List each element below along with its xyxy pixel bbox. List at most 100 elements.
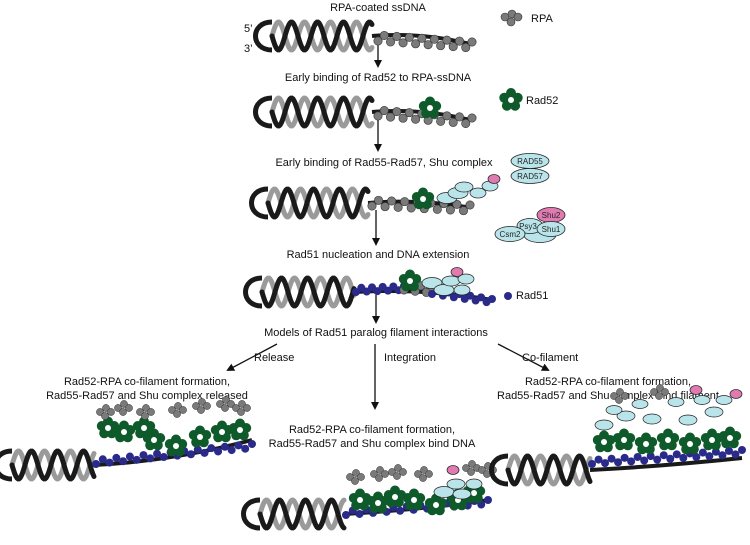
rpa-bead	[374, 195, 384, 205]
rpa-bead	[432, 204, 442, 214]
rpa-subunit	[120, 400, 128, 408]
rpa-subunit	[478, 466, 486, 474]
paralog-ellipse	[642, 413, 662, 425]
rpa-bead	[445, 205, 455, 215]
dna-end-cap	[489, 453, 509, 487]
scene-rad55-rad57-shu	[249, 174, 501, 220]
dna-strand-light	[269, 19, 375, 53]
rad51-bead	[342, 511, 350, 519]
release-arrow-label: Release	[254, 352, 295, 364]
rpa-subunit	[661, 388, 669, 396]
rpa-bead	[406, 203, 416, 213]
rpa-bead	[393, 202, 403, 212]
rad52-subunit	[142, 433, 153, 443]
rad51-bead	[119, 457, 128, 466]
dna-strand-light	[265, 186, 371, 220]
rad52-ring	[210, 420, 234, 443]
dna-strand-dark	[9, 448, 97, 482]
rad51-bead	[207, 444, 216, 453]
rpa-bead	[461, 118, 471, 128]
rpa-subunit	[179, 406, 187, 414]
arrow-release	[226, 343, 278, 371]
rad52-subunit	[210, 425, 221, 435]
rad52-ring	[718, 426, 742, 449]
rad52-subunit	[164, 439, 175, 449]
rpa-subunit	[222, 396, 230, 404]
paralog-ellipse	[605, 405, 623, 415]
rad52-subunit	[710, 440, 721, 451]
dna-strand-dark	[259, 275, 357, 309]
rpa-subunit	[650, 388, 658, 396]
paralog-ellipse	[446, 478, 466, 490]
rpa-bead	[442, 35, 452, 45]
rad52-ring	[188, 425, 212, 448]
dna-strand-dark	[269, 95, 375, 129]
rad52-center	[687, 441, 693, 447]
rad52-subunit	[132, 421, 143, 431]
rad52-center	[471, 490, 477, 496]
flow-arrows	[226, 38, 550, 410]
rad52-subunit	[688, 444, 699, 455]
rad52-subunit	[678, 437, 689, 447]
dna-end-cap	[0, 448, 13, 482]
scene-release-model	[0, 396, 256, 482]
rad52-center	[427, 105, 433, 111]
rad52-subunit	[376, 503, 387, 514]
rad52-subunit	[622, 440, 633, 451]
rpa-subunit	[114, 404, 122, 412]
rad52-center	[151, 437, 157, 443]
rpa-subunit	[238, 400, 246, 408]
paralog-ellipse	[678, 414, 698, 426]
rad52-ring	[700, 428, 724, 451]
rad51-bead	[98, 455, 107, 464]
rpa-subunit	[203, 402, 211, 410]
rpa-bead	[404, 32, 414, 42]
scene-rad52-binding	[253, 95, 477, 129]
dna-end-cap	[253, 95, 273, 129]
rpa-bead	[467, 37, 477, 47]
rpa-subunit	[232, 404, 240, 412]
rpa-subunit	[136, 408, 144, 416]
rad51-bead	[396, 506, 405, 515]
paralog-ellipse	[465, 478, 483, 490]
rad51-bead	[601, 459, 610, 468]
release-caption-line2: Rad55-Rad57 and Shu complex released	[46, 390, 248, 402]
rpa-subunit	[420, 466, 428, 474]
rad52-subunit	[358, 500, 369, 511]
rad51-bead	[153, 449, 162, 458]
rad52-subunit	[718, 431, 729, 441]
rad52-subunit	[728, 438, 739, 449]
rpa-subunit	[376, 466, 384, 474]
rad52-subunit	[122, 432, 133, 443]
rad52-subunit	[152, 440, 163, 451]
legend-rad55-label: RAD55	[517, 157, 543, 166]
scene-rad51-nucleation	[243, 267, 496, 309]
rad52-subunit	[428, 108, 439, 119]
step-title-rad51-nucleation: Rad51 nucleation and DNA extension	[286, 249, 470, 261]
rpa-subunit	[237, 408, 245, 416]
rad51-bead	[466, 291, 475, 300]
rad52-subunit	[644, 444, 655, 455]
scene-layer	[0, 19, 746, 531]
rpa-subunit	[102, 404, 110, 412]
rpa-subunit	[125, 404, 133, 412]
rad52-ring	[96, 416, 120, 439]
rad52-center	[433, 502, 439, 508]
paralog-ellipse	[454, 181, 474, 193]
rad52-subunit	[634, 437, 645, 447]
rpa-bead	[373, 36, 383, 46]
step-title-rad55-rad57: Early binding of Rad55-Rad57, Shu comple…	[275, 157, 493, 169]
rpa-bead	[436, 41, 446, 51]
rpa-bead	[404, 108, 414, 118]
rad51-bead	[594, 455, 603, 464]
rad52-ring	[678, 432, 702, 455]
shu2-ellipse	[450, 267, 464, 277]
rad52-ring	[402, 488, 426, 511]
rad51-bead	[705, 452, 714, 461]
rad51-bead	[724, 446, 733, 455]
rad52-center	[121, 429, 127, 435]
rad52-ring	[112, 420, 136, 443]
paralog-ellipse	[457, 273, 475, 285]
rpa-subunit	[375, 474, 383, 482]
rad51-bead	[679, 453, 688, 462]
